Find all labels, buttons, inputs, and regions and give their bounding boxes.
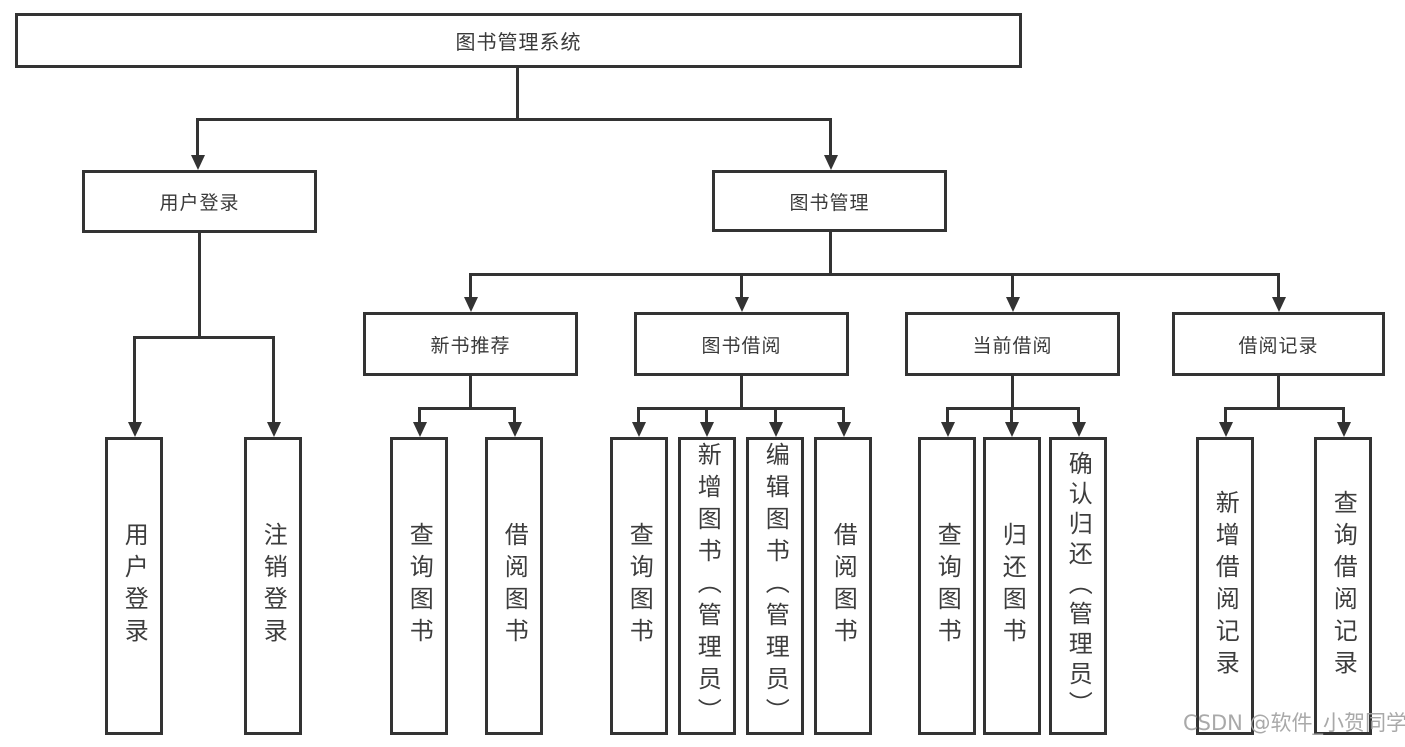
leaf-borrow-edit-book-admin: 编辑图书（管理员） bbox=[746, 437, 804, 735]
leaf-records-query-record: 查询借阅记录 bbox=[1314, 437, 1372, 735]
node-borrow-records-label: 借阅记录 bbox=[1238, 334, 1319, 357]
leaf-borrow-query-book-label: 查询图书 bbox=[625, 522, 654, 650]
leaf-borrow-query-book: 查询图书 bbox=[610, 437, 668, 735]
node-user-login: 用户登录 bbox=[82, 170, 317, 233]
connector-borrow-rail bbox=[638, 407, 843, 410]
arrow-to-recommend-query bbox=[418, 407, 421, 422]
leaf-recommend-borrow-book-label: 借阅图书 bbox=[500, 522, 529, 650]
node-current-borrow-label: 当前借阅 bbox=[972, 334, 1053, 357]
arrow-to-user-login bbox=[196, 118, 199, 155]
leaf-records-add-record-label: 新增借阅记录 bbox=[1211, 490, 1240, 682]
node-library-system: 图书管理系统 bbox=[15, 13, 1022, 68]
connector-book-mgmt-stem bbox=[829, 232, 832, 273]
leaf-borrow-borrow-book: 借阅图书 bbox=[814, 437, 872, 735]
arrow-to-borrow-add bbox=[705, 407, 708, 422]
leaf-logout-label: 注销登录 bbox=[259, 522, 288, 650]
leaf-current-return-book: 归还图书 bbox=[983, 437, 1041, 735]
leaf-borrow-add-book-admin-label: 新增图书（管理员） bbox=[693, 442, 722, 730]
arrow-to-new-book-recommend bbox=[469, 273, 472, 297]
connector-records-stem bbox=[1277, 376, 1280, 407]
connector-root-rail bbox=[197, 118, 831, 121]
leaf-current-query-book-label: 查询图书 bbox=[933, 522, 962, 650]
arrow-to-leaf-user-login bbox=[133, 336, 136, 422]
watermark: CSDN @软件_小贺同学 bbox=[1183, 711, 1405, 735]
arrow-to-borrow-records bbox=[1277, 273, 1280, 297]
arrow-to-records-query bbox=[1342, 407, 1345, 422]
connector-recommend-stem bbox=[469, 376, 472, 407]
leaf-current-confirm-return-admin: 确认归还（管理员） bbox=[1049, 437, 1107, 735]
arrow-to-leaf-logout bbox=[272, 336, 275, 422]
node-book-borrow-label: 图书借阅 bbox=[701, 334, 782, 357]
connector-recommend-rail bbox=[419, 407, 514, 410]
leaf-user-login-label: 用户登录 bbox=[120, 522, 149, 650]
arrow-to-recommend-borrow bbox=[513, 407, 516, 422]
leaf-recommend-query-book: 查询图书 bbox=[390, 437, 448, 735]
leaf-logout: 注销登录 bbox=[244, 437, 302, 735]
arrow-to-current-query bbox=[946, 407, 949, 422]
node-book-borrow: 图书借阅 bbox=[634, 312, 849, 376]
leaf-current-return-book-label: 归还图书 bbox=[998, 522, 1027, 650]
leaf-recommend-borrow-book: 借阅图书 bbox=[485, 437, 543, 735]
node-user-login-label: 用户登录 bbox=[159, 192, 240, 214]
arrow-to-current-confirm bbox=[1077, 407, 1080, 422]
node-current-borrow: 当前借阅 bbox=[905, 312, 1120, 376]
node-borrow-records: 借阅记录 bbox=[1172, 312, 1385, 376]
arrow-to-borrow-edit bbox=[774, 407, 777, 422]
leaf-borrow-edit-book-admin-label: 编辑图书（管理员） bbox=[761, 442, 790, 730]
leaf-user-login: 用户登录 bbox=[105, 437, 163, 735]
node-book-management-label: 图书管理 bbox=[789, 191, 870, 214]
arrow-to-book-borrow bbox=[740, 273, 743, 297]
arrow-to-records-add bbox=[1224, 407, 1227, 422]
leaf-recommend-query-book-label: 查询图书 bbox=[405, 522, 434, 650]
connector-user-login-stem bbox=[198, 233, 201, 336]
connector-borrow-stem bbox=[740, 376, 743, 407]
arrow-to-borrow-borrow bbox=[842, 407, 845, 422]
connector-book-mgmt-rail bbox=[470, 273, 1279, 276]
arrow-to-current-return bbox=[1010, 407, 1013, 422]
leaf-records-add-record: 新增借阅记录 bbox=[1196, 437, 1254, 735]
connector-user-login-rail bbox=[134, 336, 273, 339]
leaf-current-confirm-return-admin-label: 确认归还（管理员） bbox=[1064, 451, 1093, 721]
node-book-management: 图书管理 bbox=[712, 170, 947, 232]
leaf-borrow-borrow-book-label: 借阅图书 bbox=[829, 522, 858, 650]
connector-current-stem bbox=[1011, 376, 1014, 407]
arrow-to-book-management bbox=[829, 118, 832, 155]
node-library-system-label: 图书管理系统 bbox=[455, 30, 582, 54]
leaf-records-query-record-label: 查询借阅记录 bbox=[1329, 490, 1358, 682]
arrow-to-borrow-query bbox=[637, 407, 640, 422]
connector-records-rail bbox=[1225, 407, 1343, 410]
leaf-borrow-add-book-admin: 新增图书（管理员） bbox=[678, 437, 736, 735]
node-new-book-recommend: 新书推荐 bbox=[363, 312, 578, 376]
node-new-book-recommend-label: 新书推荐 bbox=[430, 334, 511, 357]
connector-root-stem bbox=[516, 68, 519, 118]
arrow-to-current-borrow bbox=[1011, 273, 1014, 297]
leaf-current-query-book: 查询图书 bbox=[918, 437, 976, 735]
